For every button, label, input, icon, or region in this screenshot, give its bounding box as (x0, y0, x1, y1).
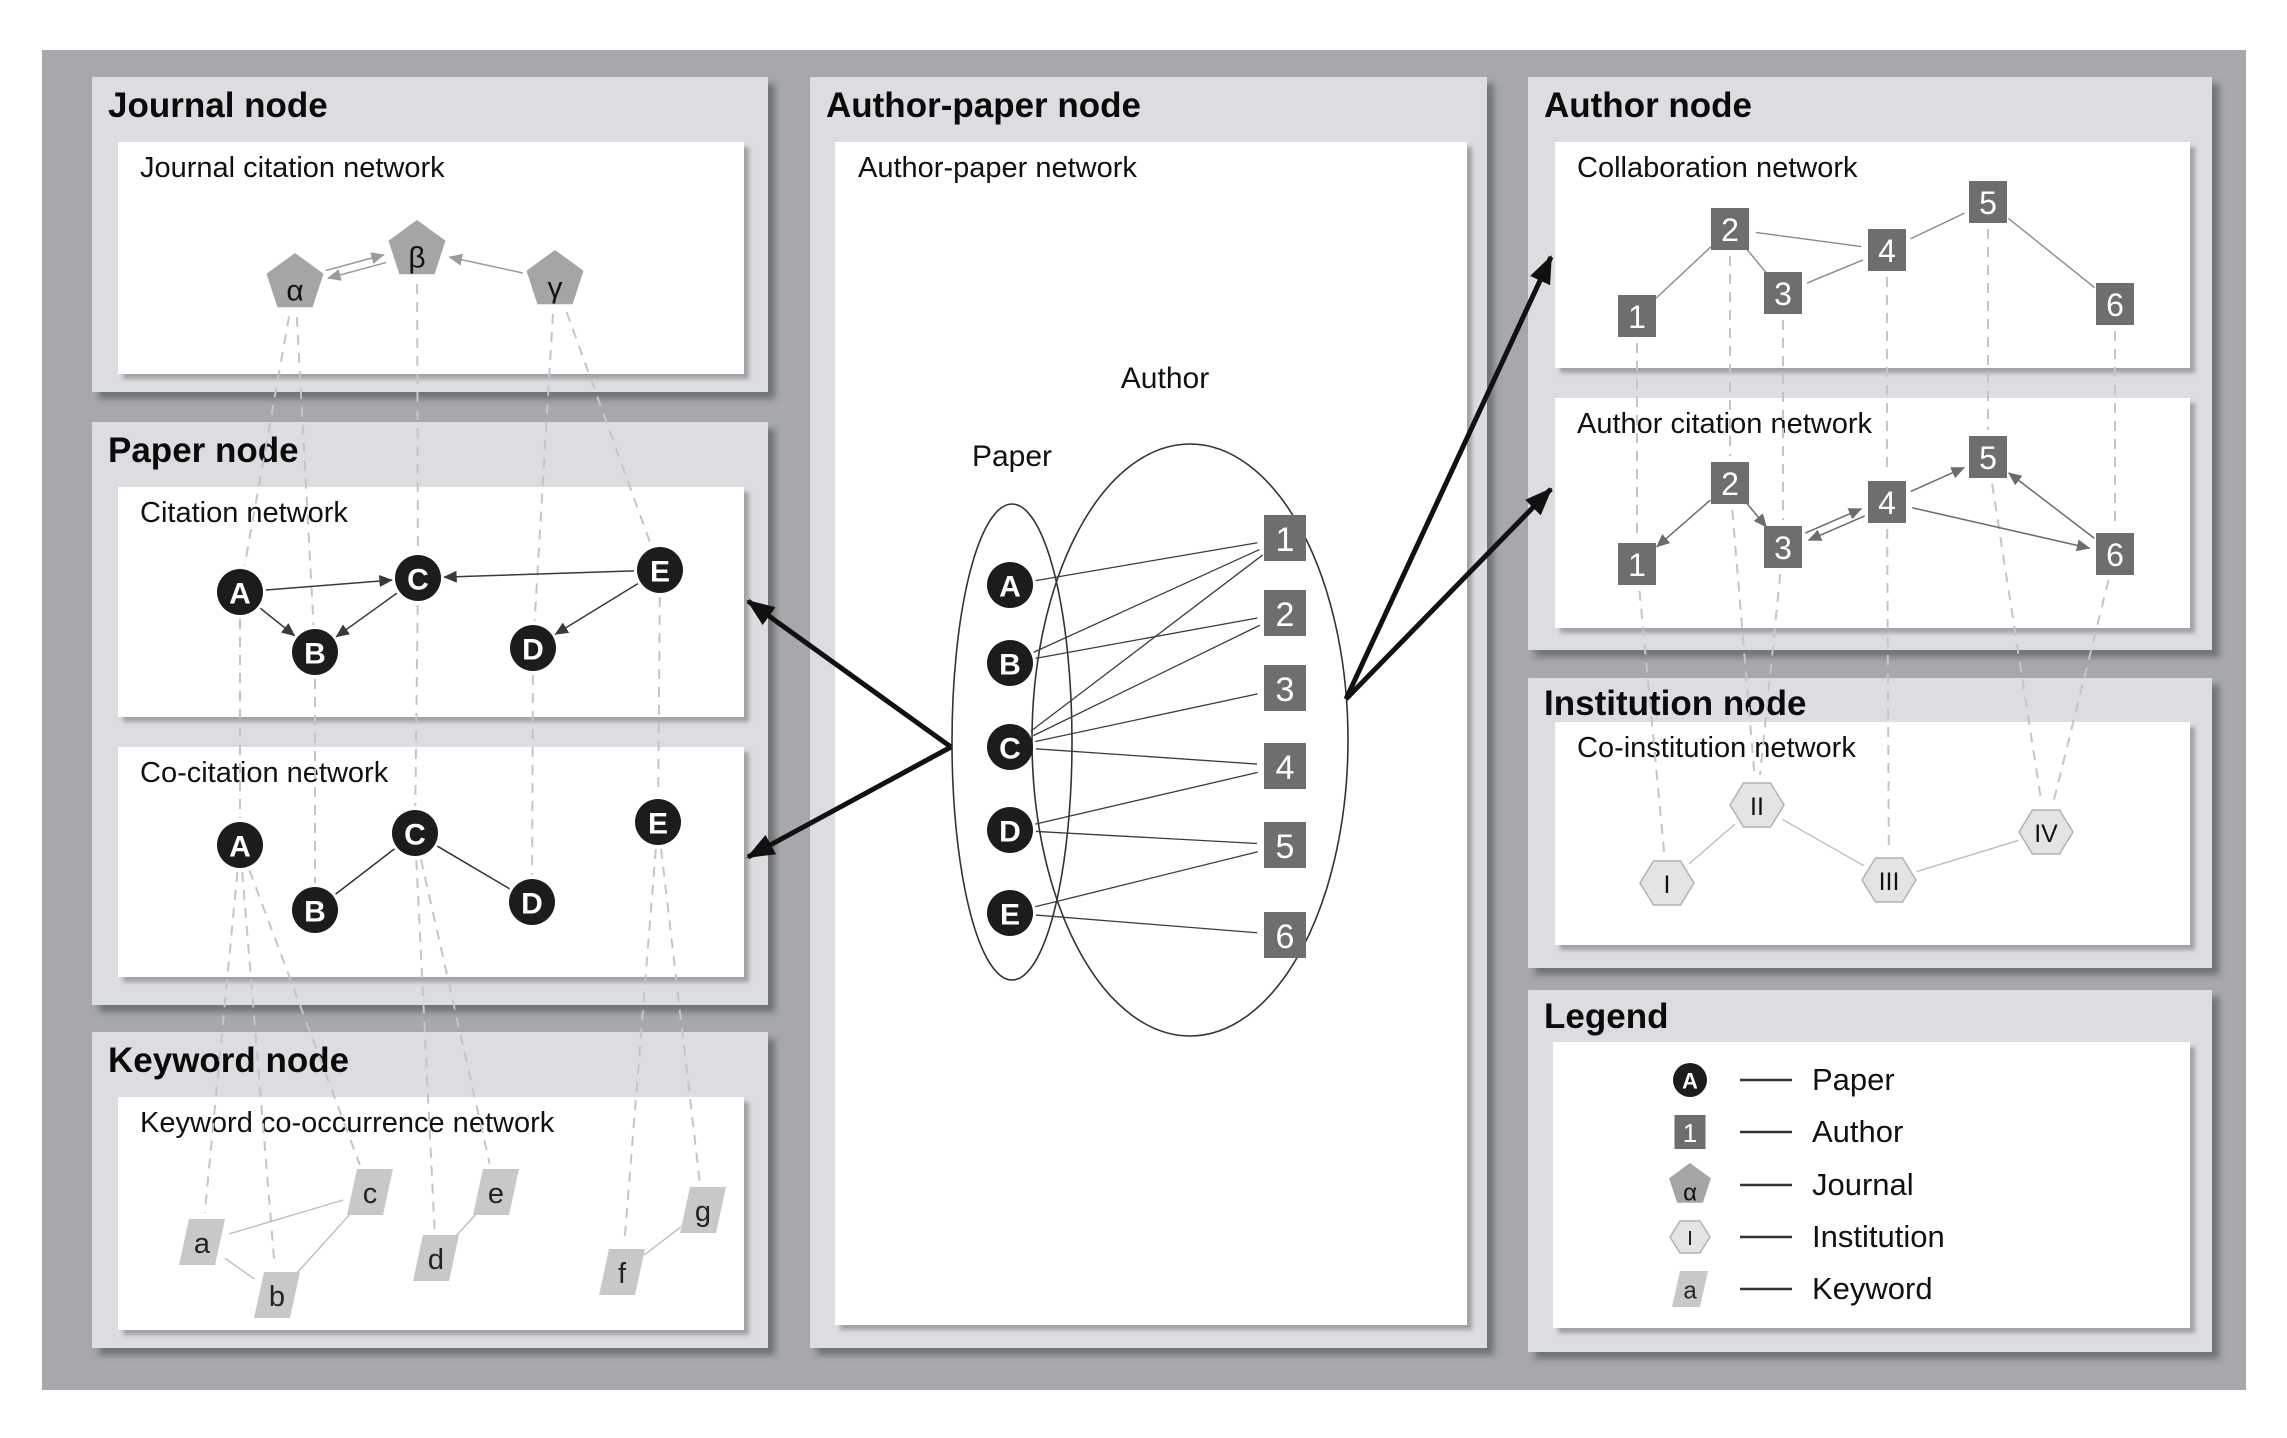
keyword-box-title: Keyword co-occurrence network (140, 1107, 555, 1139)
co-institution-box-title: Co-institution network (1577, 732, 1856, 764)
legend-label-institution: Institution (1812, 1219, 1945, 1254)
paper-panel-title: Paper node (108, 431, 299, 470)
author-panel-title: Author node (1544, 86, 1753, 125)
journal-panel-title: Journal node (108, 86, 328, 125)
collaboration-box-title: Collaboration network (1577, 152, 1858, 184)
legend-label-author: Author (1812, 1114, 1904, 1149)
author-set-label: Author (1120, 362, 1210, 395)
legend-label-paper: Paper (1812, 1062, 1895, 1097)
legend-label-journal: Journal (1812, 1167, 1914, 1202)
paper-set-label: Paper (971, 440, 1053, 473)
journal-citation-box-title: Journal citation network (140, 152, 445, 184)
author-paper-panel-title: Author-paper node (826, 86, 1141, 125)
legend-label-keyword: Keyword (1812, 1271, 1933, 1306)
legend-panel-title: Legend (1544, 997, 1669, 1036)
author-citation-box-title: Author citation network (1577, 408, 1872, 440)
author-paper-box-title: Author-paper network (858, 152, 1137, 184)
author-paper-network-box (835, 142, 1467, 1325)
citation-box-title: Citation network (140, 497, 348, 529)
cocitation-box-title: Co-citation network (140, 757, 389, 789)
institution-panel-title: Institution node (1544, 684, 1807, 723)
keyword-panel-title: Keyword node (108, 1041, 350, 1080)
legend-box (1553, 1042, 2190, 1328)
